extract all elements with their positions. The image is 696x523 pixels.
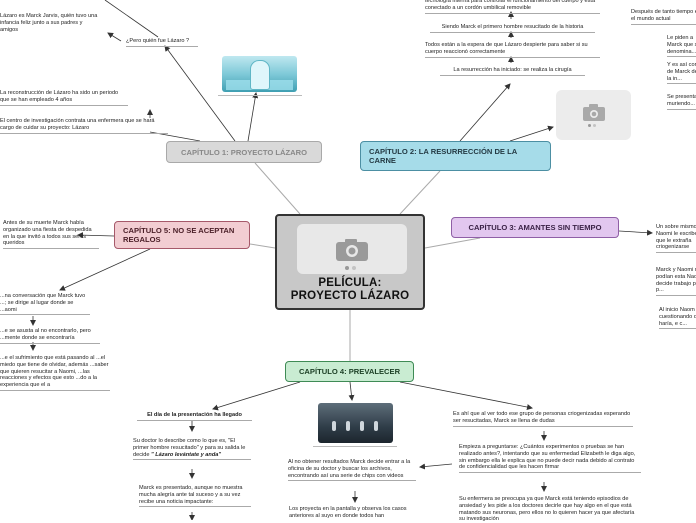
camera-icon	[583, 104, 605, 121]
ch1-note-nurse[interactable]: El centro de investigación contrata una …	[0, 118, 168, 134]
central-topic[interactable]: PELÍCULA: PROYECTO LÁZARO	[275, 214, 425, 310]
ch2-note-tech[interactable]: tecnología interna para controlar el fun…	[425, 0, 600, 14]
topic-label: CAPÍTULO 2: LA RESURRECCIÓN DE LA CARNE	[369, 147, 517, 165]
connector-central-ch3	[424, 237, 481, 249]
ch4-note-office[interactable]: Al no obtener resultados Marck decide en…	[288, 459, 416, 482]
right-note-2[interactable]: Le piden a Marck que se denomina...	[667, 35, 696, 58]
image-placeholder	[297, 224, 407, 274]
topic-label: CAPÍTULO 5: NO SE ACEPTAN REGALOS	[123, 226, 235, 244]
chapter-1-image[interactable]	[222, 56, 297, 92]
ch3-note-start[interactable]: Al inicio Naom cuestionando que haría, e…	[659, 307, 696, 330]
right-note-4[interactable]: Se presenta muriendo...	[667, 94, 696, 110]
pager-dot	[352, 266, 356, 270]
ch4-note-presented[interactable]: Marck es presentado, aunque no muestra m…	[139, 485, 251, 508]
topic-chapter-2[interactable]: CAPÍTULO 2: LA RESURRECCIÓN DE LA CARNE	[360, 141, 551, 171]
connector-central-ch2	[399, 170, 441, 215]
chapter-4-image[interactable]	[318, 403, 393, 443]
ch4-doctor-text: Su doctor lo describe como lo que es, "E…	[133, 438, 246, 458]
central-title-line1: PELÍCULA:	[318, 277, 382, 289]
right-note-1[interactable]: Después de tanto tiempo en el mundo actu…	[631, 9, 696, 25]
ch1-question[interactable]: ¿Pero quién fue Lázaro ?	[126, 38, 198, 47]
pager-dot	[593, 124, 596, 127]
central-title: PELÍCULA: PROYECTO LÁZARO	[277, 277, 423, 303]
ch5-note-party[interactable]: Antes de su muerte Marck había organizad…	[3, 220, 99, 250]
central-title-line2: PROYECTO LÁZARO	[290, 290, 410, 302]
ch1-note-reconstruction[interactable]: La reconstrucción de Lázaro ha sido un p…	[0, 90, 128, 106]
ch2-note-waiting[interactable]: Todos están a la espera de que Lázaro de…	[425, 42, 600, 58]
ch4-note-questions[interactable]: Empieza a preguntarse: ¿Cuántos experime…	[459, 444, 641, 474]
connector-central-ch1	[254, 162, 301, 215]
pager-dot	[588, 124, 591, 127]
ch5-note-scared[interactable]: ...e se asusta al no encontrarlo, pero .…	[0, 328, 100, 344]
chapter-2-image-placeholder[interactable]	[556, 90, 631, 140]
ch3-note-letter[interactable]: Un sobre mismo Naomi le escribe que le e…	[656, 224, 696, 254]
ch4-note-screen[interactable]: Los proyecta en la pantalla y observa lo…	[289, 506, 407, 519]
ch2-note-surgery[interactable]: La resurrección ha iniciado: se realiza …	[440, 67, 585, 76]
topic-chapter-4[interactable]: CAPÍTULO 4: PREVALECER	[285, 361, 414, 382]
ch1-note-jarvis[interactable]: Lázaro es Marck Jarvis, quién tuvo una i…	[0, 13, 98, 33]
topic-chapter-1[interactable]: CAPÍTULO 1: PROYECTO LÁZARO	[166, 141, 322, 163]
ch5-note-conversation[interactable]: ...na conversación que Marck tuvo ...; s…	[0, 293, 90, 316]
topic-chapter-5[interactable]: CAPÍTULO 5: NO SE ACEPTAN REGALOS	[114, 221, 250, 249]
divider	[218, 95, 302, 96]
right-note-3[interactable]: Y es así como de Marck desde la in...	[667, 62, 696, 85]
ch3-note-naomi[interactable]: Marck y Naomi no podían esta Naomi decid…	[656, 267, 696, 297]
ch5-note-suffering[interactable]: ...e el sufrimiento que está pasando al …	[0, 355, 110, 391]
topic-label: CAPÍTULO 3: AMANTES SIN TIEMPO	[468, 223, 602, 232]
camera-icon	[336, 239, 368, 261]
topic-label: CAPÍTULO 1: PROYECTO LÁZARO	[180, 147, 307, 157]
ch4-note-doubts[interactable]: Es ahí que al ver todo ese grupo de pers…	[453, 411, 633, 427]
ch4-note-doctor[interactable]: Su doctor lo describe como lo que es, "E…	[133, 438, 251, 461]
pager-dot	[345, 266, 349, 270]
topic-chapter-3[interactable]: CAPÍTULO 3: AMANTES SIN TIEMPO	[451, 217, 619, 238]
ch4-lazarus-quote: " Lázaro levántate y anda"	[151, 451, 222, 458]
divider	[313, 446, 397, 447]
connector-central-ch5	[249, 243, 276, 249]
ch4-note-presentation-day[interactable]: El día de la presentación ha llegado	[137, 412, 252, 421]
topic-label: CAPÍTULO 4: PREVALECER	[298, 367, 401, 376]
ch2-note-first-man[interactable]: Siendo Marck el primero hombre resucitad…	[430, 24, 595, 33]
ch4-note-nurse-worried[interactable]: Su enfermera se preocupa ya que Marck es…	[459, 496, 635, 523]
